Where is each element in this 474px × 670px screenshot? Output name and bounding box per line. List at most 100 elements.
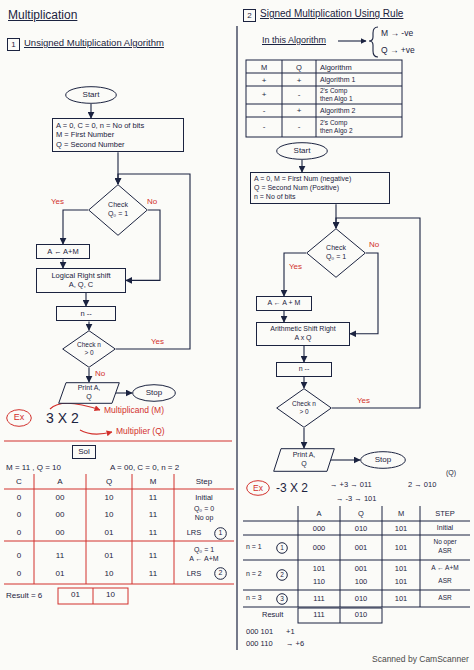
node-text: 1 [280,544,284,552]
process-box: A = 0, C = 0, n = No of bitsM = First Nu… [52,118,184,152]
node-text: A, Q, C [51,280,110,289]
flow-arrow [62,259,63,268]
outline [247,481,270,496]
outline [277,543,288,554]
table-cell: 0 [4,493,34,503]
table-cell: + [282,76,316,86]
table-cell: 010 [340,594,382,603]
rule-table-grid [246,60,402,137]
outline [89,185,148,236]
conversion-note: (Q) [446,469,456,477]
node-text: 1 [11,40,15,50]
rule-brace-part [338,40,366,41]
table-cell: 001 [340,564,382,573]
node-text: Start [83,90,100,100]
table-header: Q [340,509,382,518]
table-cell: No op [174,514,234,522]
given-values: M = 11 , Q = 10 [6,463,61,473]
flow-arrow [283,311,284,322]
table-cell: 101 [382,524,420,533]
text-group: 1 [219,529,223,538]
table-cell: Q₀ = 1 [174,546,234,554]
iteration-label: n = 2 [246,570,262,578]
outline [133,385,176,402]
start-oval: Start [276,142,328,160]
branch-label: Yes [288,262,303,271]
text-group: A ← A+M [47,247,78,256]
rule-note: Q → +ve [381,45,415,55]
table-header: STEP [420,509,470,518]
decision-diamond: Check n > 0 [276,388,332,428]
rule-brace-part [369,27,378,57]
result-bits: 111 [298,610,340,619]
table-cell: ASR [420,547,470,555]
table-cell: Algorithm 2 [320,107,355,115]
unsigned-table-grid-part [86,474,87,584]
step-circle: 2 [276,569,288,581]
node-text: A x Q [270,334,335,343]
calculation: 000 101 [246,627,273,636]
table-cell: 11 [34,551,86,561]
text-group: Arithmetic Shift RightA x Q [270,325,335,343]
node-text: Print A, Q [76,384,102,402]
conversion-note: → -3 → 101 [336,494,376,503]
result-bits: 01 [58,590,93,600]
signed-table-grid-part [243,521,470,522]
table-cell: 000 [298,543,340,552]
conversion-note: → +3 → 011 [330,480,372,489]
column-divider [236,26,237,650]
text-group: A ← A + M [268,299,301,308]
flow-arrow [301,160,302,172]
result-bits: 010 [340,610,382,619]
table-cell: ASR [420,594,470,602]
stop-oval: Stop [132,384,176,402]
flow-arrow [303,377,304,388]
node-text: M = First Number [56,130,144,139]
stop-oval: Stop [360,451,406,469]
table-cell: 01 [34,569,86,579]
output-parallelogram: Print A, Q [273,448,335,472]
table-cell: then Algo 1 [320,95,353,103]
signed-table-grid-part [382,506,383,607]
text-group: Print A, Q [291,451,317,469]
rule-table-grid-part [246,60,402,137]
step-circle: 3 [276,593,288,605]
result-label: Result [262,610,283,619]
rule-table-grid-part [246,73,402,74]
table-header: A [298,509,340,518]
text-group: Check Q₀ = 1 [323,244,349,262]
flow-arrow [88,321,89,330]
text-group: Start [83,90,100,100]
example-circle: Ex [6,409,32,427]
table-cell: 101 [298,564,340,573]
text-group: 1 [11,40,15,50]
table-cell: + [246,90,282,100]
node-text: Sol [78,447,90,457]
given-values: A = 00, C = 0, n = 2 [110,463,179,473]
table-header: M [382,509,420,518]
outline [277,143,328,160]
table-cell: - [246,122,282,132]
table-cell: 01 [86,551,132,561]
branch-label: No [146,197,158,206]
outline [59,383,120,404]
example-arrows-part [50,403,100,410]
process-box: A ← A+M [36,244,90,259]
table-cell: 11 [132,528,174,538]
unsigned-table-grid-part [132,474,133,584]
text-group: A = 0, C = 0, n = No of bitsM = First Nu… [56,121,144,149]
operand-note: Multiplier (Q) [116,426,165,436]
text-group: n -- [80,309,91,318]
node-text: Q = Second Number [56,140,144,149]
table-header: Q [282,63,316,72]
calculation: → +6 [286,639,304,648]
table-header: Algorithm [320,63,352,72]
process-box: Arithmetic Shift RightA x Q [256,322,350,346]
section-number: 1 [7,38,20,51]
table-cell: No oper [420,538,470,546]
text-group: 2 [247,11,251,21]
rule-table-grid-part [246,86,402,87]
table-cell: 0 [4,551,34,561]
